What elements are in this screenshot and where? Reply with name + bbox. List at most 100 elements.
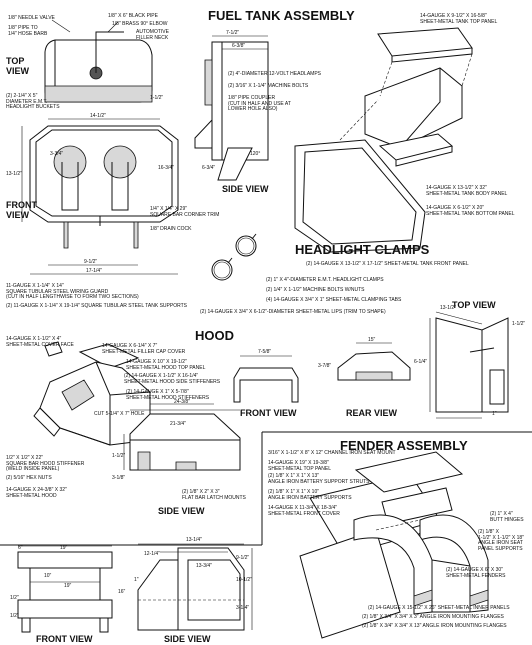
callout-emt-clamps: (2) 1" X 4"-DIAMETER E.M.T. HEADLIGHT CL… xyxy=(266,277,384,283)
callout-inner-panels: (2) 14-GAUGE X 15-1/2" X 26" SHEET-METAL… xyxy=(368,605,510,611)
dim-6: 6" xyxy=(18,545,23,551)
hood-exploded-drawing xyxy=(33,341,151,446)
dim-16-3-4: 16-3/4" xyxy=(158,165,174,171)
bottom-front-view-drawing xyxy=(17,545,113,633)
dim-9-1-2-b: 9-1/2" xyxy=(236,555,250,561)
dim-9-1-2: 9-1/2" xyxy=(84,259,98,265)
callout-filler-neck: AUTOMOTIVE FILLER NECK xyxy=(136,29,169,41)
dim-15: 15" xyxy=(368,337,376,343)
callout-tank-top-panel: 14-GAUGE X 9-1/2" X 16-5/8" SHEET-METAL … xyxy=(420,13,498,25)
dim-19-b: 19" xyxy=(64,583,72,589)
callout-cut-hole: CUT 5-1/4" X 7" HOLE xyxy=(94,411,145,417)
dim-21-3-4: 21-3/4" xyxy=(170,421,186,427)
tank-front-view-drawing xyxy=(21,118,179,275)
dim-3-1-8: 3-1/8" xyxy=(112,475,126,481)
callout-sheet-metal-hood: 14-GAUGE X 24-3/8" X 32" SHEET-METAL HOO… xyxy=(6,487,67,499)
callout-channel-seat-mount: 3/16" X 1-1/2" X 8" X 12" CHANNEL IRON S… xyxy=(268,450,396,456)
label-side-view-tank: SIDE VIEW xyxy=(222,184,269,194)
callout-hood-top-panel: 14-GAUGE X 10" X 19-1/2" SHEET-METAL HOO… xyxy=(126,359,206,371)
heading-fender: FENDER ASSEMBLY xyxy=(340,438,468,453)
dim-24-3-8: 24-3/8" xyxy=(174,399,190,405)
callout-flat-bar-latch: (2) 1/8" X 2" X 3" FLAT BAR LATCH MOUNTS xyxy=(182,489,246,501)
dim-1-inch-b: 1" xyxy=(134,577,139,583)
label-hood-front-view: FRONT VIEW xyxy=(240,408,297,418)
label-hood-rear-view: REAR VIEW xyxy=(346,408,398,418)
callout-mount-flanges-a: (2) 1/8" X 3/4" X 3/4" X 3" ANGLE IRON M… xyxy=(362,614,504,620)
callout-tank-bottom-panel: 14-GAUGE X 6-1/2" X 20" SHEET-METAL TANK… xyxy=(426,205,515,217)
callout-fenders: (2) 14-GAUGE X 6" X 30" SHEET-METAL FEND… xyxy=(446,567,506,579)
tank-side-view-drawing xyxy=(194,35,269,181)
dim-3-1-4: 3-1/4" xyxy=(236,605,250,611)
callout-battery-struts: (2) 1/8" X 1" X 1" X 13" ANGLE IRON BATT… xyxy=(268,473,370,485)
dim-1-2: 1/2" xyxy=(10,595,19,601)
callout-pipe-hose: 1/8" PIPE TO 1/4" HOSE BARB xyxy=(8,25,48,37)
hood-side-view-drawing xyxy=(123,403,241,471)
heading-hood: HOOD xyxy=(195,328,234,343)
dim-3-3-4: 3-3/4" xyxy=(50,151,64,157)
hood-front-rear-drawing xyxy=(233,342,411,403)
label-front-view: FRONT VIEW xyxy=(6,200,37,220)
callout-machine-bolts-nuts: (2) 1/4" X 1-1/2" MACHINE BOLTS W/NUTS xyxy=(266,287,365,293)
dim-1-2-b: 1/2" xyxy=(10,613,19,619)
label-bottom-front-view: FRONT VIEW xyxy=(36,634,93,644)
dim-120: 120° xyxy=(250,151,261,157)
dim-10-1-2: 10-1/2" xyxy=(236,577,252,583)
dim-1-1-2-c: 1-1/2" xyxy=(112,453,126,459)
callout-tank-front-panel: (2) 14-GAUGE X 13-1/2" X 17-1/2" SHEET-M… xyxy=(306,261,469,267)
dim-17-1-4: 17-1/4" xyxy=(86,268,102,274)
dim-1-inch: 1" xyxy=(492,411,497,417)
dim-13-1-4: 13-1/4" xyxy=(186,537,202,543)
callout-machine-bolts: (2) 3/16" X 1-1/4" MACHINE BOLTS xyxy=(228,83,309,89)
callout-drain-cock: 1/8" DRAIN COCK xyxy=(150,226,192,232)
top-view-right-drawing xyxy=(429,311,509,419)
callout-hex-nuts: (2) 5/16" HEX NUTS xyxy=(6,475,52,481)
callout-hood-side-stiffeners: (2) 14-GAUGE X 1-1/2" X 16-1/4" SHEET-ME… xyxy=(124,373,221,385)
dim-3-7-8: 3-7/8" xyxy=(318,363,332,369)
callout-headlamps: (2) 4"-DIAMETER 12-VOLT HEADLAMPS xyxy=(228,71,322,77)
callout-corner-trim: 1/4" X 1/4" X 29" SQUARE BAR CORNER TRIM xyxy=(150,206,220,218)
label-bottom-side-view: SIDE VIEW xyxy=(164,634,211,644)
tank-top-view-drawing xyxy=(44,19,153,103)
bottom-side-view-drawing xyxy=(137,543,253,631)
callout-headlight-buckets: (2) 2-1/4" X 5" DIAMETER E.M.T. HEADLIGH… xyxy=(6,93,60,111)
callout-black-pipe: 1/8" X 6" BLACK PIPE xyxy=(108,13,158,19)
dim-10: 10" xyxy=(44,573,52,579)
callout-fender-front-cover: 14-GAUGE X 11-3/4" X 18-3/4" SHEET-METAL… xyxy=(268,505,340,517)
callout-mount-flanges-b: (2) 1/8" X 3/4" X 3/4" X 13" ANGLE IRON … xyxy=(362,623,507,629)
label-top-view-right: TOP VIEW xyxy=(452,300,496,310)
dim-7-1-2: 7-1/2" xyxy=(226,30,240,36)
callout-filler-cap-cover: 14-GAUGE X 6-1/4" X 7" SHEET-METAL FILLE… xyxy=(102,343,186,355)
callout-fender-top-panel: 14-GAUGE X 19" X 19-3/8" SHEET-METAL TOP… xyxy=(268,460,331,472)
fender-assembly-drawing xyxy=(299,451,489,639)
callout-pipe-coupler: 1/8" PIPE COUPLER (CUT IN HALF AND USE A… xyxy=(228,95,291,113)
callout-tank-body-panel: 14-GAUGE X 13-1/2" X 32" SHEET-METAL TAN… xyxy=(426,185,508,197)
dim-19: 19" xyxy=(60,545,68,551)
callout-brass-elbow: 1/8" BRASS 90° ELBOW xyxy=(112,21,168,27)
dim-6-3-4: 6-3/4" xyxy=(202,165,216,171)
dim-13-1-2: 13-1/2" xyxy=(6,171,22,177)
callout-square-bar-stiffener: 1/2" X 1/2" X 22" SQUARE BAR HOOD STIFFE… xyxy=(6,455,85,473)
headlight-clamps-drawing xyxy=(211,233,257,281)
callout-cover-face: 14-GAUGE X 1-1/2" X 4" SHEET-METAL COVER… xyxy=(6,336,74,348)
callout-wiring-guard: 11-GAUGE X 1-1/4" X 14" SQUARE TUBULAR S… xyxy=(6,283,139,301)
dim-6-3-8: 6-3/8" xyxy=(232,43,246,49)
label-top-view: TOP VIEW xyxy=(6,56,30,76)
dim-1-1-2-b: 1-1/2" xyxy=(512,321,526,327)
callout-tank-supports: (2) 11-GAUGE X 1-1/4" X 19-1/4" SQUARE T… xyxy=(6,303,188,309)
callout-clamping-tabs: (4) 14-GAUGE X 3/4" X 1" SHEET-METAL CLA… xyxy=(266,297,402,303)
dim-14-1-2: 14-1/2" xyxy=(90,113,106,119)
callout-butt-hinges: (2) 1" X 4" BUTT HINGES xyxy=(490,511,524,523)
callout-needle-valve: 1/8" NEEDLE VALVE xyxy=(8,15,55,21)
tank-exploded-drawing xyxy=(294,27,473,253)
dim-13-3-4: 13-3/4" xyxy=(196,563,212,569)
label-hood-side-view: SIDE VIEW xyxy=(158,506,205,516)
dim-6-1-4: 6-1/4" xyxy=(414,359,428,365)
dim-13-1-2-b: 13-1/2" xyxy=(440,305,456,311)
callout-hood-stiffeners: (2) 14-GAUGE X 1" X 5-7/8" SHEET-METAL H… xyxy=(126,389,210,401)
dim-1-1-2-a: 1-1/2" xyxy=(150,95,164,101)
dim-16: 16" xyxy=(118,589,126,595)
callout-seat-panel-supports: (2) 1/8" X 1-1/2" X 1-1/2" X 18" ANGLE I… xyxy=(478,529,524,552)
callout-battery-supports: (2) 1/8" X 1" X 1" X 10" ANGLE IRON BATT… xyxy=(268,489,352,501)
